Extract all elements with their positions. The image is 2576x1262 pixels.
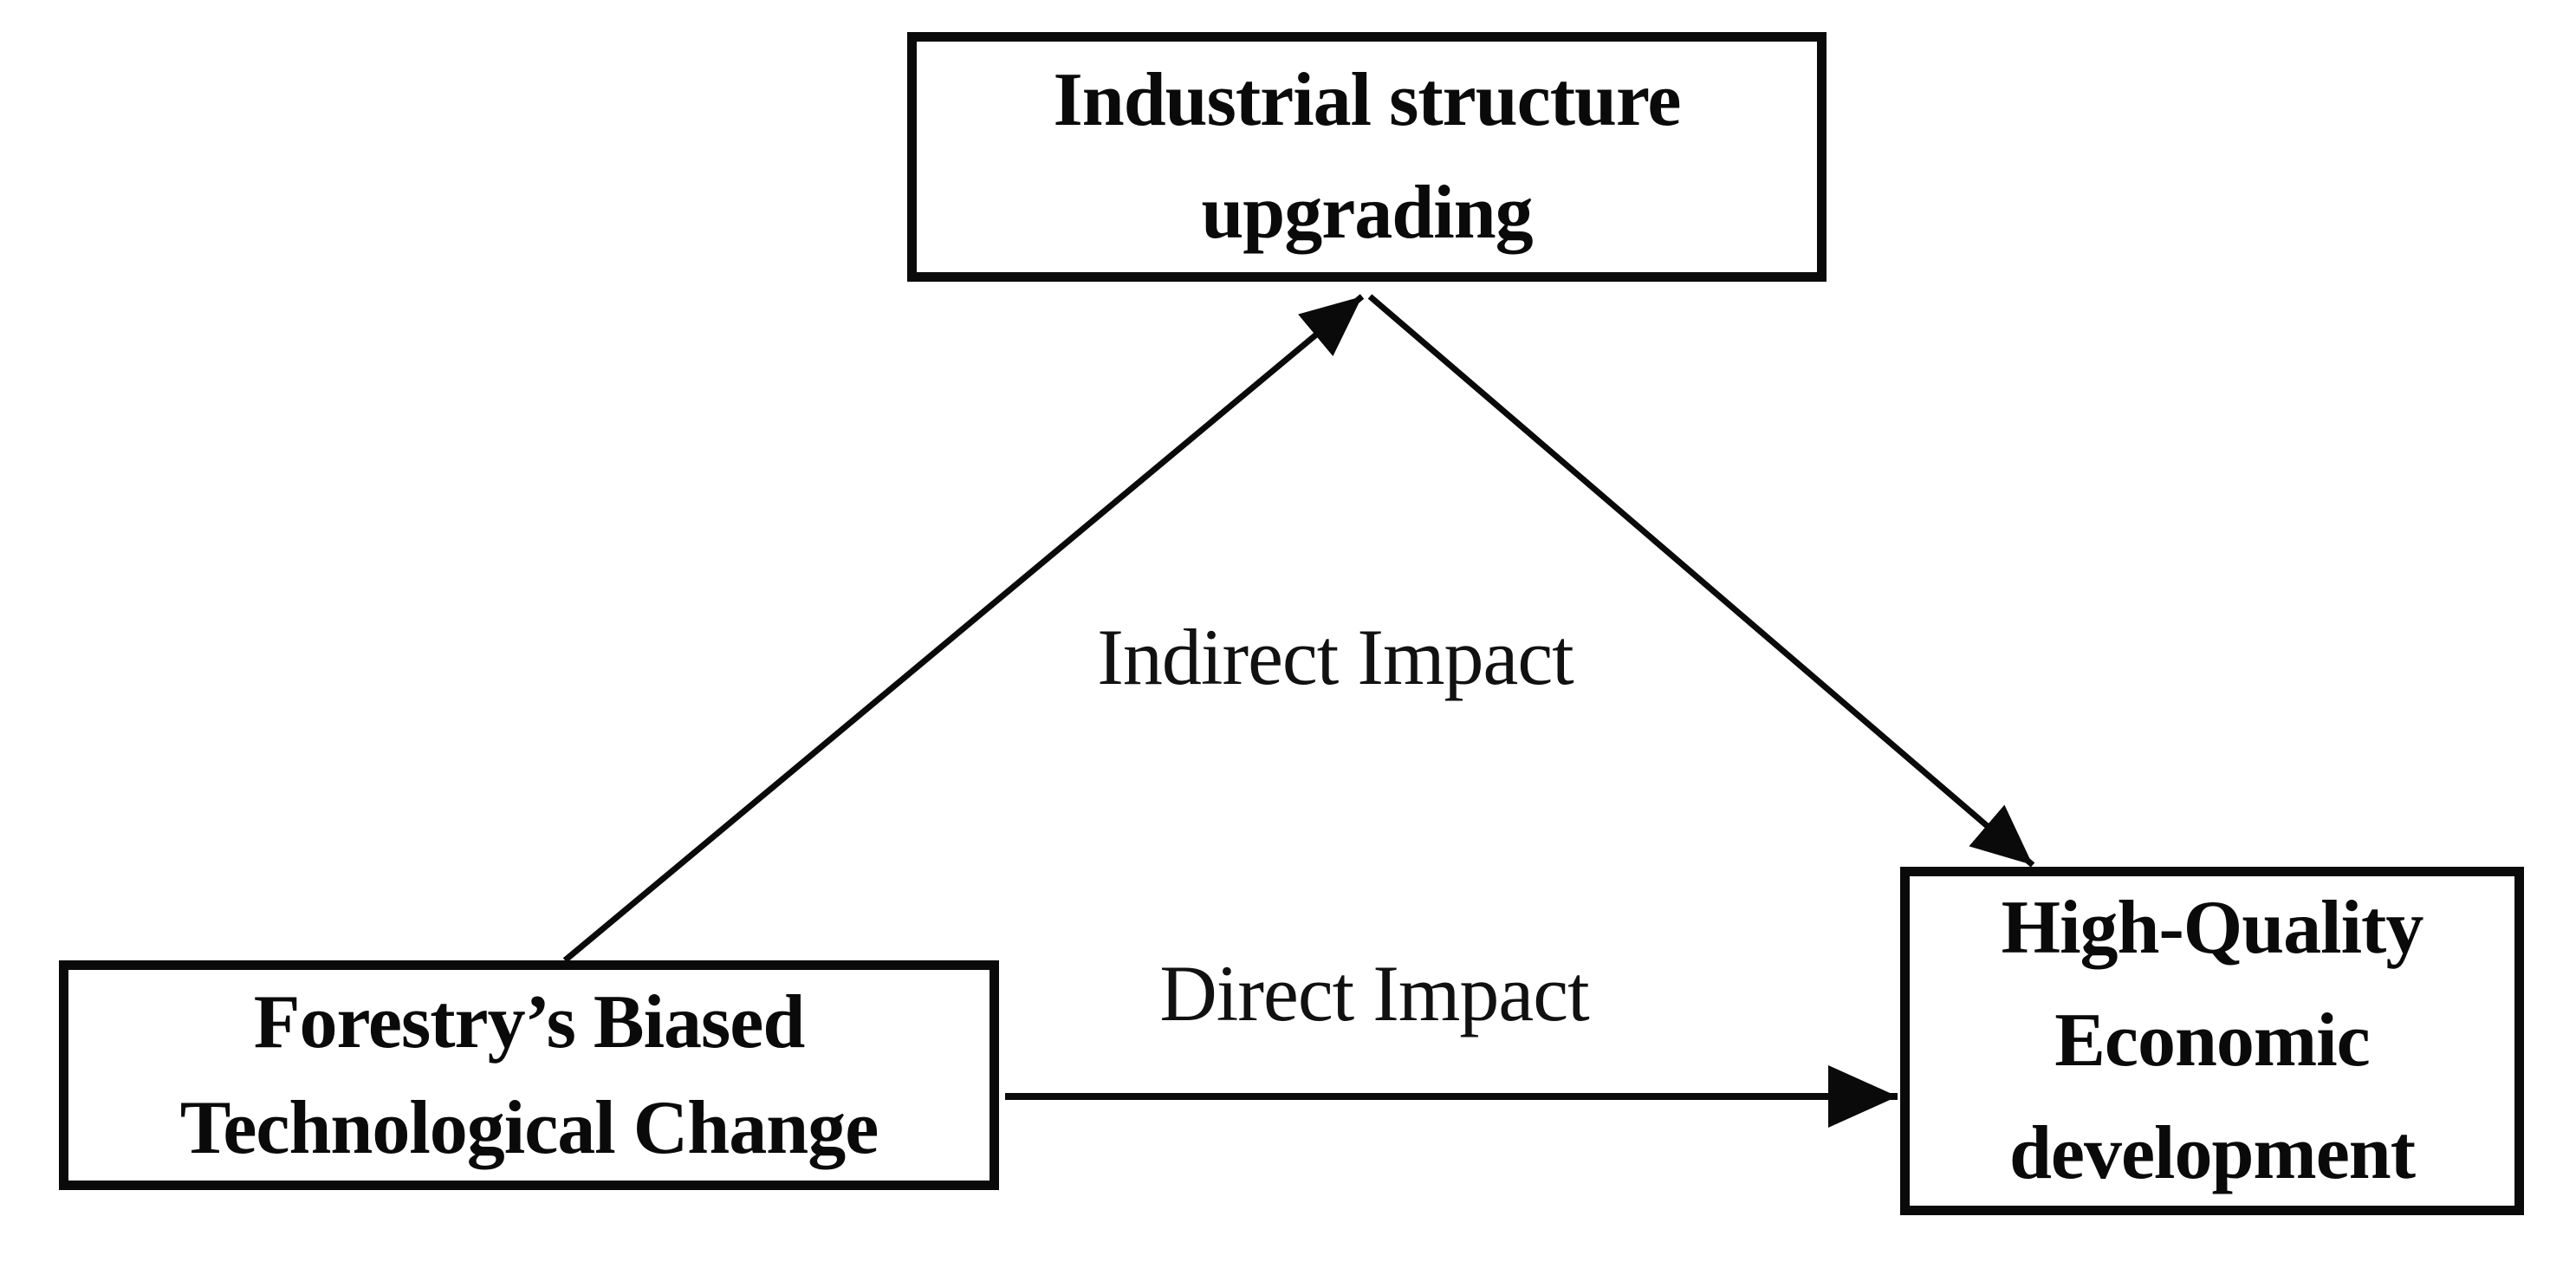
node-label-line: upgrading (1201, 171, 1533, 255)
node-label-line: High-Quality (2001, 886, 2424, 970)
node-label-line: Industrial structure (1053, 58, 1682, 142)
node-forestrys-biased-technological-change: Forestry’s Biased Technological Change (59, 960, 999, 1190)
node-high-quality-economic-development: High-Quality Economic development (1900, 867, 2524, 1215)
indirect-impact-label: Indirect Impact (1097, 613, 1574, 701)
node-label-line: development (2008, 1111, 2416, 1195)
node-label-line: Technological Change (179, 1085, 879, 1170)
direct-impact-label: Direct Impact (1159, 949, 1589, 1038)
node-label-line: Forestry’s Biased (253, 979, 806, 1064)
node-label-line: Economic (2054, 999, 2371, 1083)
node-industrial-structure-upgrading: Industrial structure upgrading (907, 32, 1827, 282)
arrow-industrial-to-hqed (1367, 294, 2035, 868)
